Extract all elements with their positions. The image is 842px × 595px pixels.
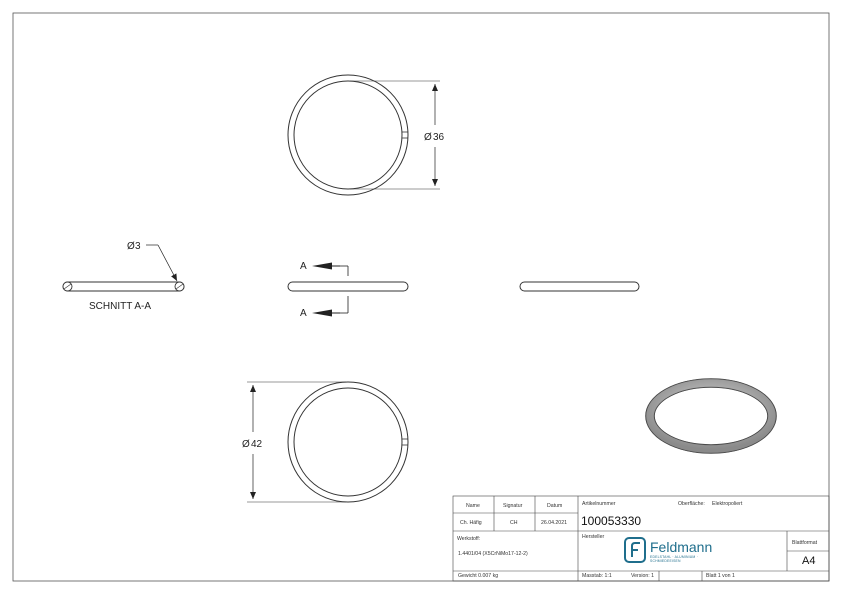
- side-view: [287, 262, 409, 317]
- title-block: [452, 495, 830, 582]
- article-number: 100053330: [581, 514, 642, 528]
- date-value: 26.04.2021: [541, 520, 567, 526]
- logo-name: Feldmann: [650, 539, 713, 555]
- side-view-right: [519, 281, 640, 292]
- section-view: [62, 244, 185, 292]
- material-value: 1.4401/04 (X5CrNiMo17-12-2): [458, 551, 528, 557]
- logo-tagline: EDELSTAHL · ALUMINIUM · SCHMIEDEEISEN: [650, 555, 698, 563]
- logo-mark-icon: [624, 537, 646, 563]
- article-header: Artikelnummer: [582, 501, 616, 507]
- top-diameter-symbol: Ø: [424, 132, 432, 143]
- manufacturer-header: Hersteller: [582, 534, 605, 540]
- bottom-diameter-symbol: Ø: [242, 439, 250, 450]
- sheet-format-header: Blattformat: [792, 540, 818, 546]
- weight: Gewicht 0.007 kg: [458, 573, 499, 579]
- cut-marker-top: A: [300, 261, 307, 272]
- bottom-ring-view: [247, 381, 409, 503]
- section-diameter-value: 3: [135, 241, 141, 252]
- ring-3d-view: [645, 378, 777, 454]
- cut-marker-bottom: A: [300, 308, 307, 319]
- top-ring-view: [287, 74, 440, 196]
- scale: Masstab: 1:1: [582, 573, 612, 579]
- date-header: Datum: [547, 503, 563, 509]
- signature-value: CH: [510, 520, 518, 526]
- name-value: Ch. Häfig: [460, 520, 482, 526]
- version: Version: 1: [631, 573, 655, 579]
- section-title: SCHNITT A-A: [89, 301, 151, 312]
- bottom-diameter-value: 42: [251, 439, 263, 450]
- signature-header: Signatur: [503, 503, 523, 509]
- sheet-format-value: A4: [802, 555, 816, 567]
- sheet-number: Blatt 1 von 1: [706, 573, 735, 579]
- feldmann-logo: Feldmann EDELSTAHL · ALUMINIUM · SCHMIED…: [622, 537, 722, 563]
- name-header: Name: [466, 503, 480, 509]
- surface-value: Elektropoliert: [712, 501, 743, 507]
- sheet-border: [12, 12, 830, 582]
- surface-label: Oberfläche:: [678, 501, 705, 507]
- material-header: Werkstoff:: [457, 536, 481, 542]
- section-diameter-symbol: Ø: [127, 241, 135, 252]
- top-diameter-value: 36: [433, 132, 445, 143]
